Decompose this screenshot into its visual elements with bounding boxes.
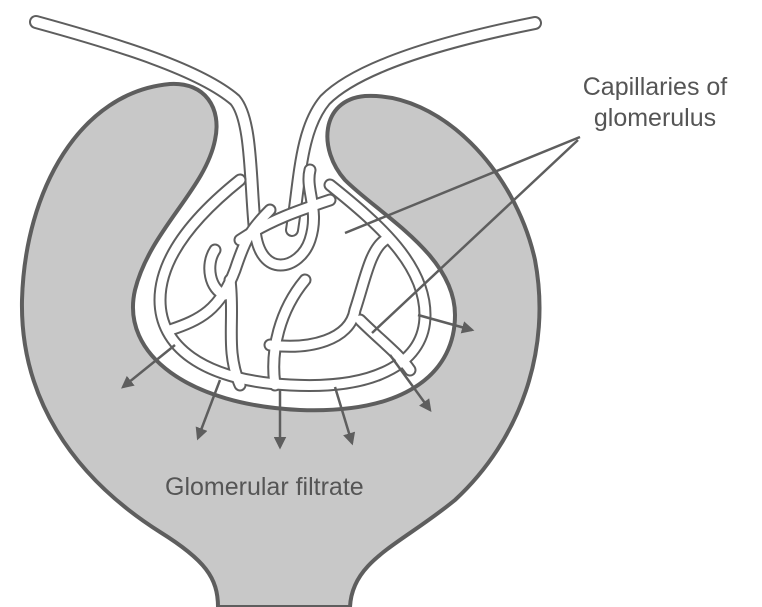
- arterioles: [29, 15, 542, 237]
- capillaries-label-line2: glomerulus: [593, 104, 717, 132]
- bowmans-capsule: [19, 81, 542, 607]
- glomerulus-capillaries: [153, 163, 432, 393]
- capillaries-label: Capillaries of glomerulus: [560, 72, 750, 134]
- capillaries-label-line1: Capillaries of: [582, 73, 728, 101]
- arrow: [333, 386, 356, 446]
- arrow: [417, 313, 475, 334]
- filtrate-arrows: [121, 313, 475, 450]
- arrow: [195, 379, 222, 441]
- arrow: [121, 344, 176, 389]
- filtrate-label: Glomerular filtrate: [165, 473, 364, 501]
- arrow: [388, 354, 432, 413]
- label-pointers: [344, 135, 581, 334]
